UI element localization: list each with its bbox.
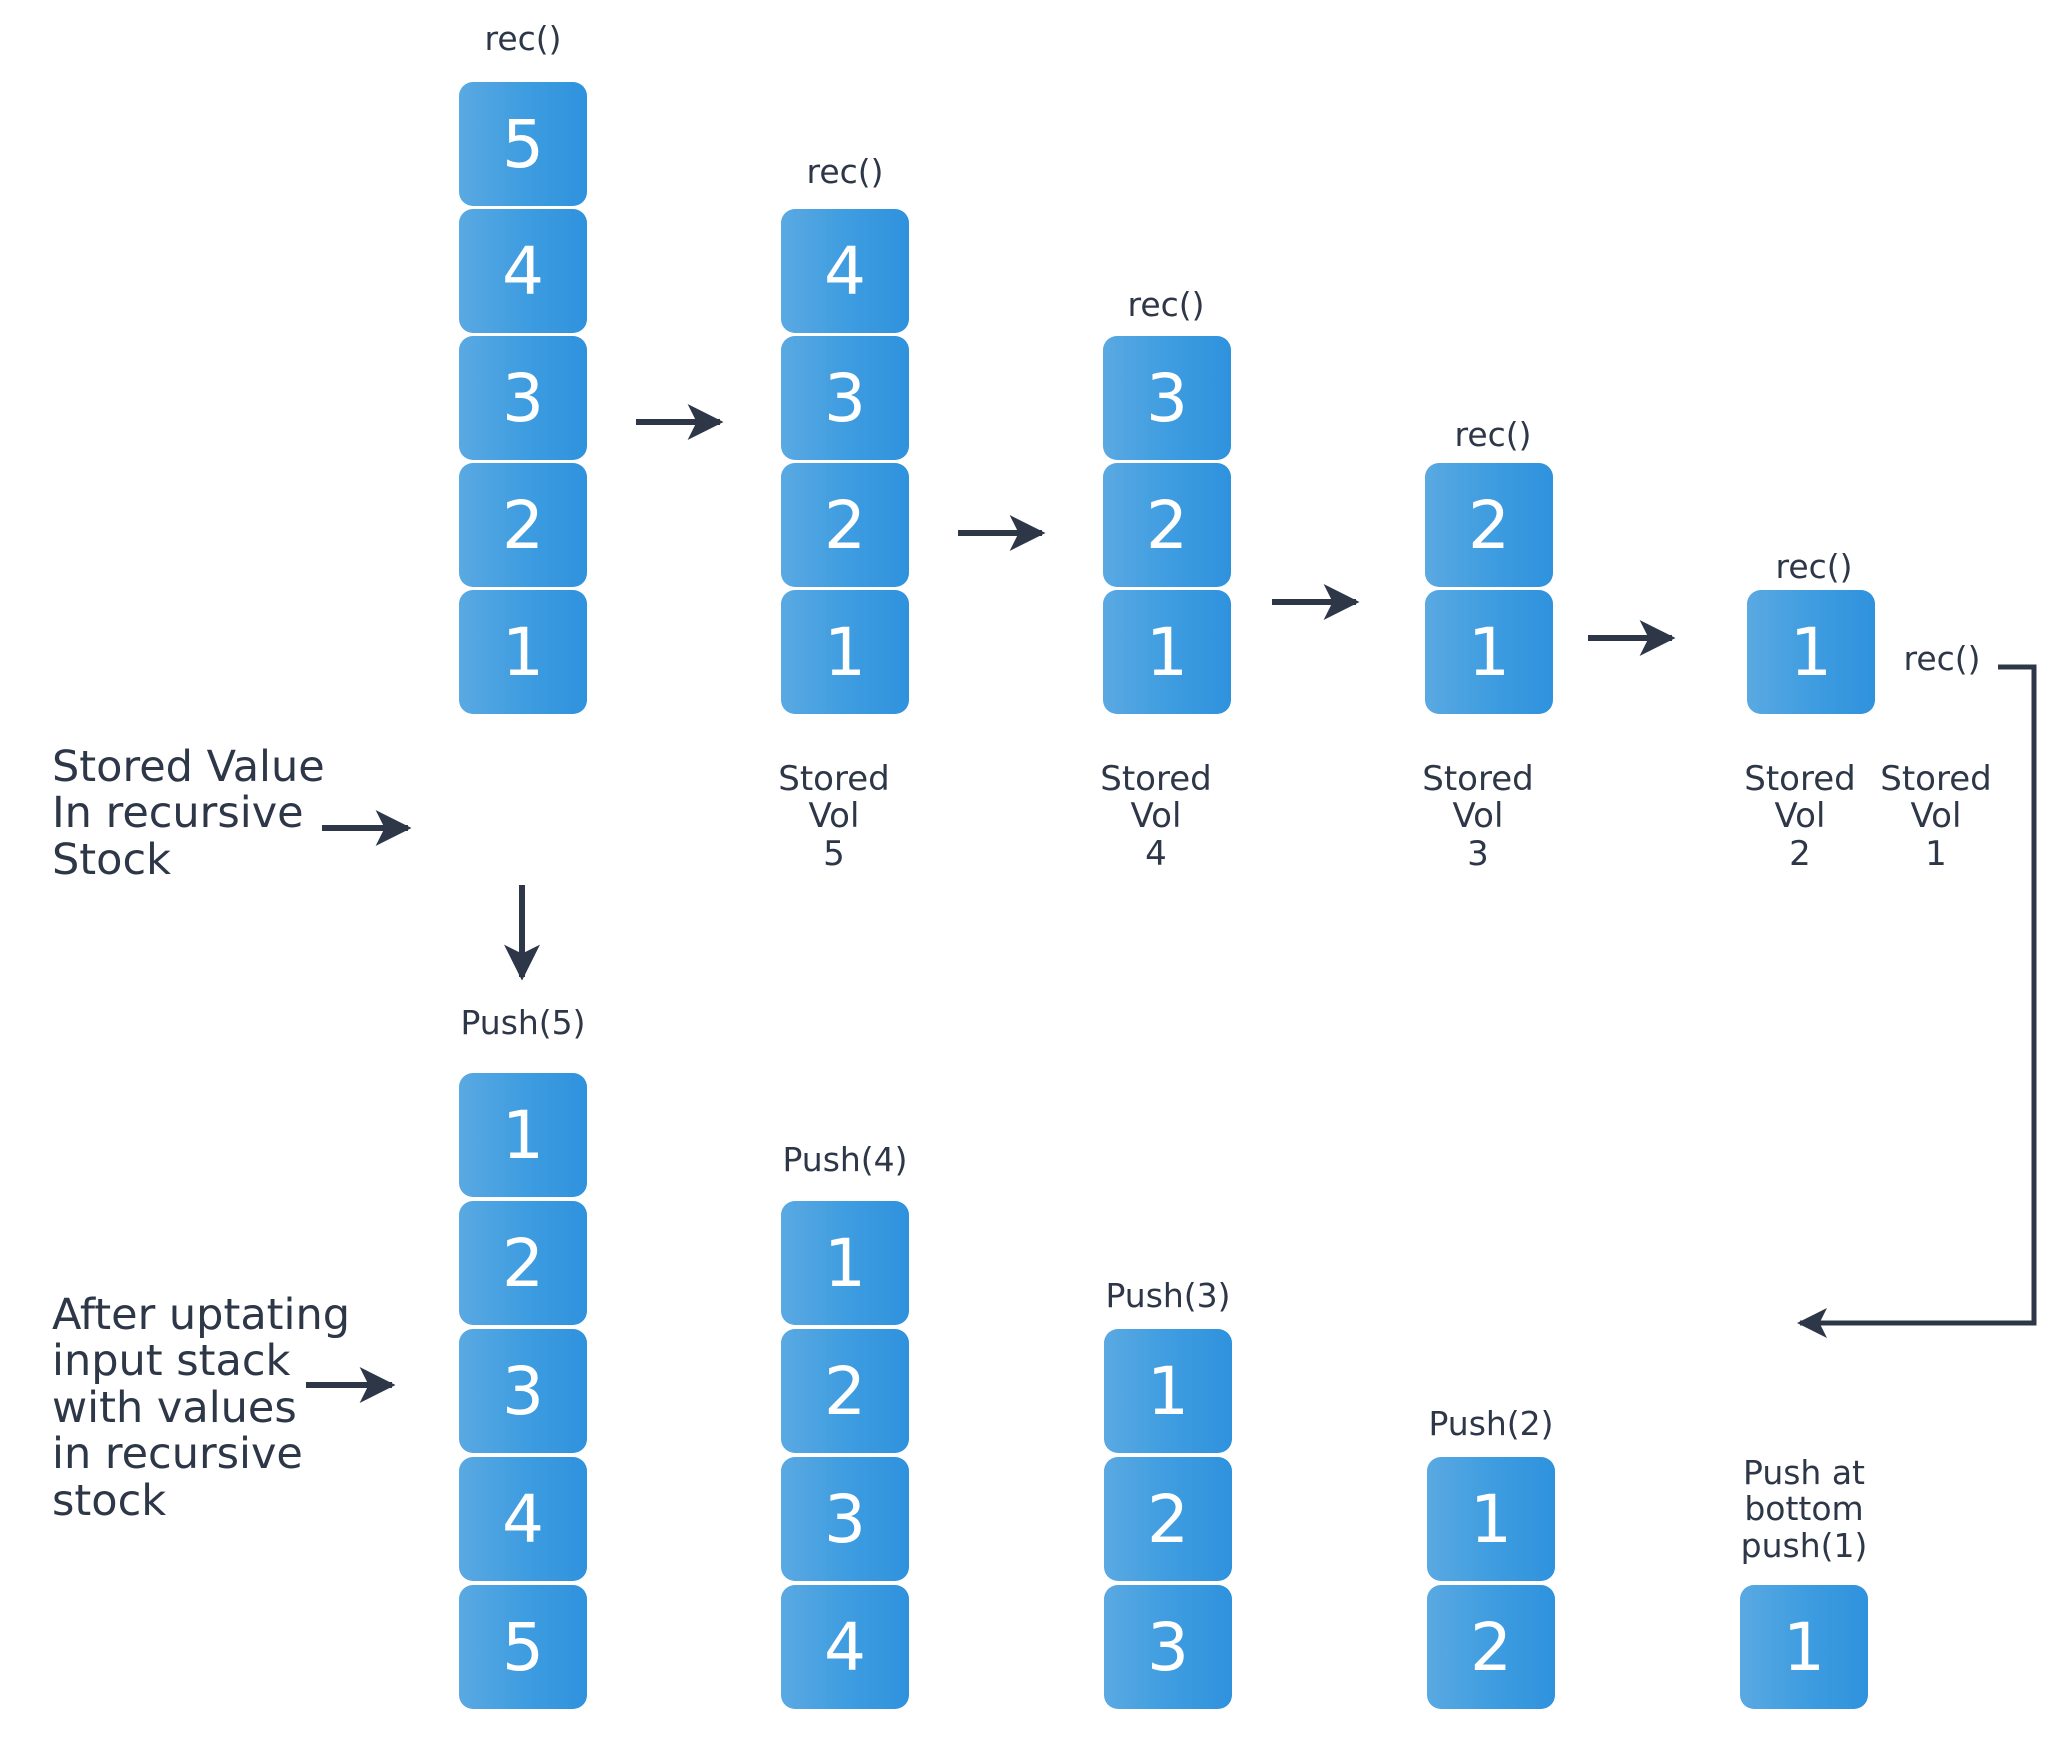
stored-value-caption: Stored Vol 5 [778, 759, 890, 874]
final-rec-call-label: rec() [1903, 639, 1981, 678]
stored-value-caption: Stored Vol 1 [1880, 759, 1992, 874]
stack-cell: 1 [781, 590, 909, 714]
stack-cell: 2 [1103, 463, 1231, 587]
rec-call-label: rec() [1127, 285, 1205, 324]
stack-cell: 4 [781, 209, 909, 333]
stack-cell: 1 [1104, 1329, 1232, 1453]
rec-call-label: rec() [806, 152, 884, 191]
stack-cell: 4 [459, 209, 587, 333]
push-call-label: Push(3) [1105, 1276, 1231, 1315]
rec-call-label: rec() [1454, 415, 1532, 454]
stack-cell: 2 [1104, 1457, 1232, 1581]
stack-cell: 5 [459, 1585, 587, 1709]
return-arrow-icon [1797, 664, 2037, 1338]
stack-cell: 2 [781, 463, 909, 587]
stack-cell: 2 [1427, 1585, 1555, 1709]
stack-cell: 3 [459, 1329, 587, 1453]
stack-cell: 1 [459, 1073, 587, 1197]
stored-value-caption: Stored Vol 4 [1100, 759, 1212, 874]
stack-cell: 1 [1740, 1585, 1868, 1709]
stack-cell: 3 [1103, 336, 1231, 460]
updated-stack-side-label: After uptating input stack with values i… [52, 1290, 351, 1526]
stack-cell: 2 [1425, 463, 1553, 587]
stack-cell: 1 [781, 1201, 909, 1325]
stack-cell: 4 [459, 1457, 587, 1581]
stack-cell: 3 [781, 336, 909, 460]
stack-cell: 1 [1747, 590, 1875, 714]
stack-cell: 2 [781, 1329, 909, 1453]
push-call-label: Push(4) [782, 1140, 908, 1179]
stack-cell: 1 [1103, 590, 1231, 714]
push-bottom-label: Push at bottom push(1) [1740, 1453, 1868, 1565]
rec-call-label: rec() [1775, 547, 1853, 586]
stack-cell: 2 [459, 1201, 587, 1325]
stored-value-side-label: Stored Value In recursive Stock [52, 742, 325, 885]
stack-cell: 1 [459, 590, 587, 714]
push-call-label: Push(2) [1428, 1404, 1554, 1443]
stack-cell: 4 [781, 1585, 909, 1709]
stack-cell: 3 [1104, 1585, 1232, 1709]
stored-value-caption: Stored Vol 2 [1744, 759, 1856, 874]
rec-call-label: rec() [484, 19, 562, 58]
stack-cell: 3 [459, 336, 587, 460]
stack-cell: 2 [459, 463, 587, 587]
stored-value-caption: Stored Vol 3 [1422, 759, 1534, 874]
stack-cell: 3 [781, 1457, 909, 1581]
stack-cell: 5 [459, 82, 587, 206]
stack-cell: 1 [1425, 590, 1553, 714]
stack-cell: 1 [1427, 1457, 1555, 1581]
push-call-label: Push(5) [460, 1003, 586, 1042]
